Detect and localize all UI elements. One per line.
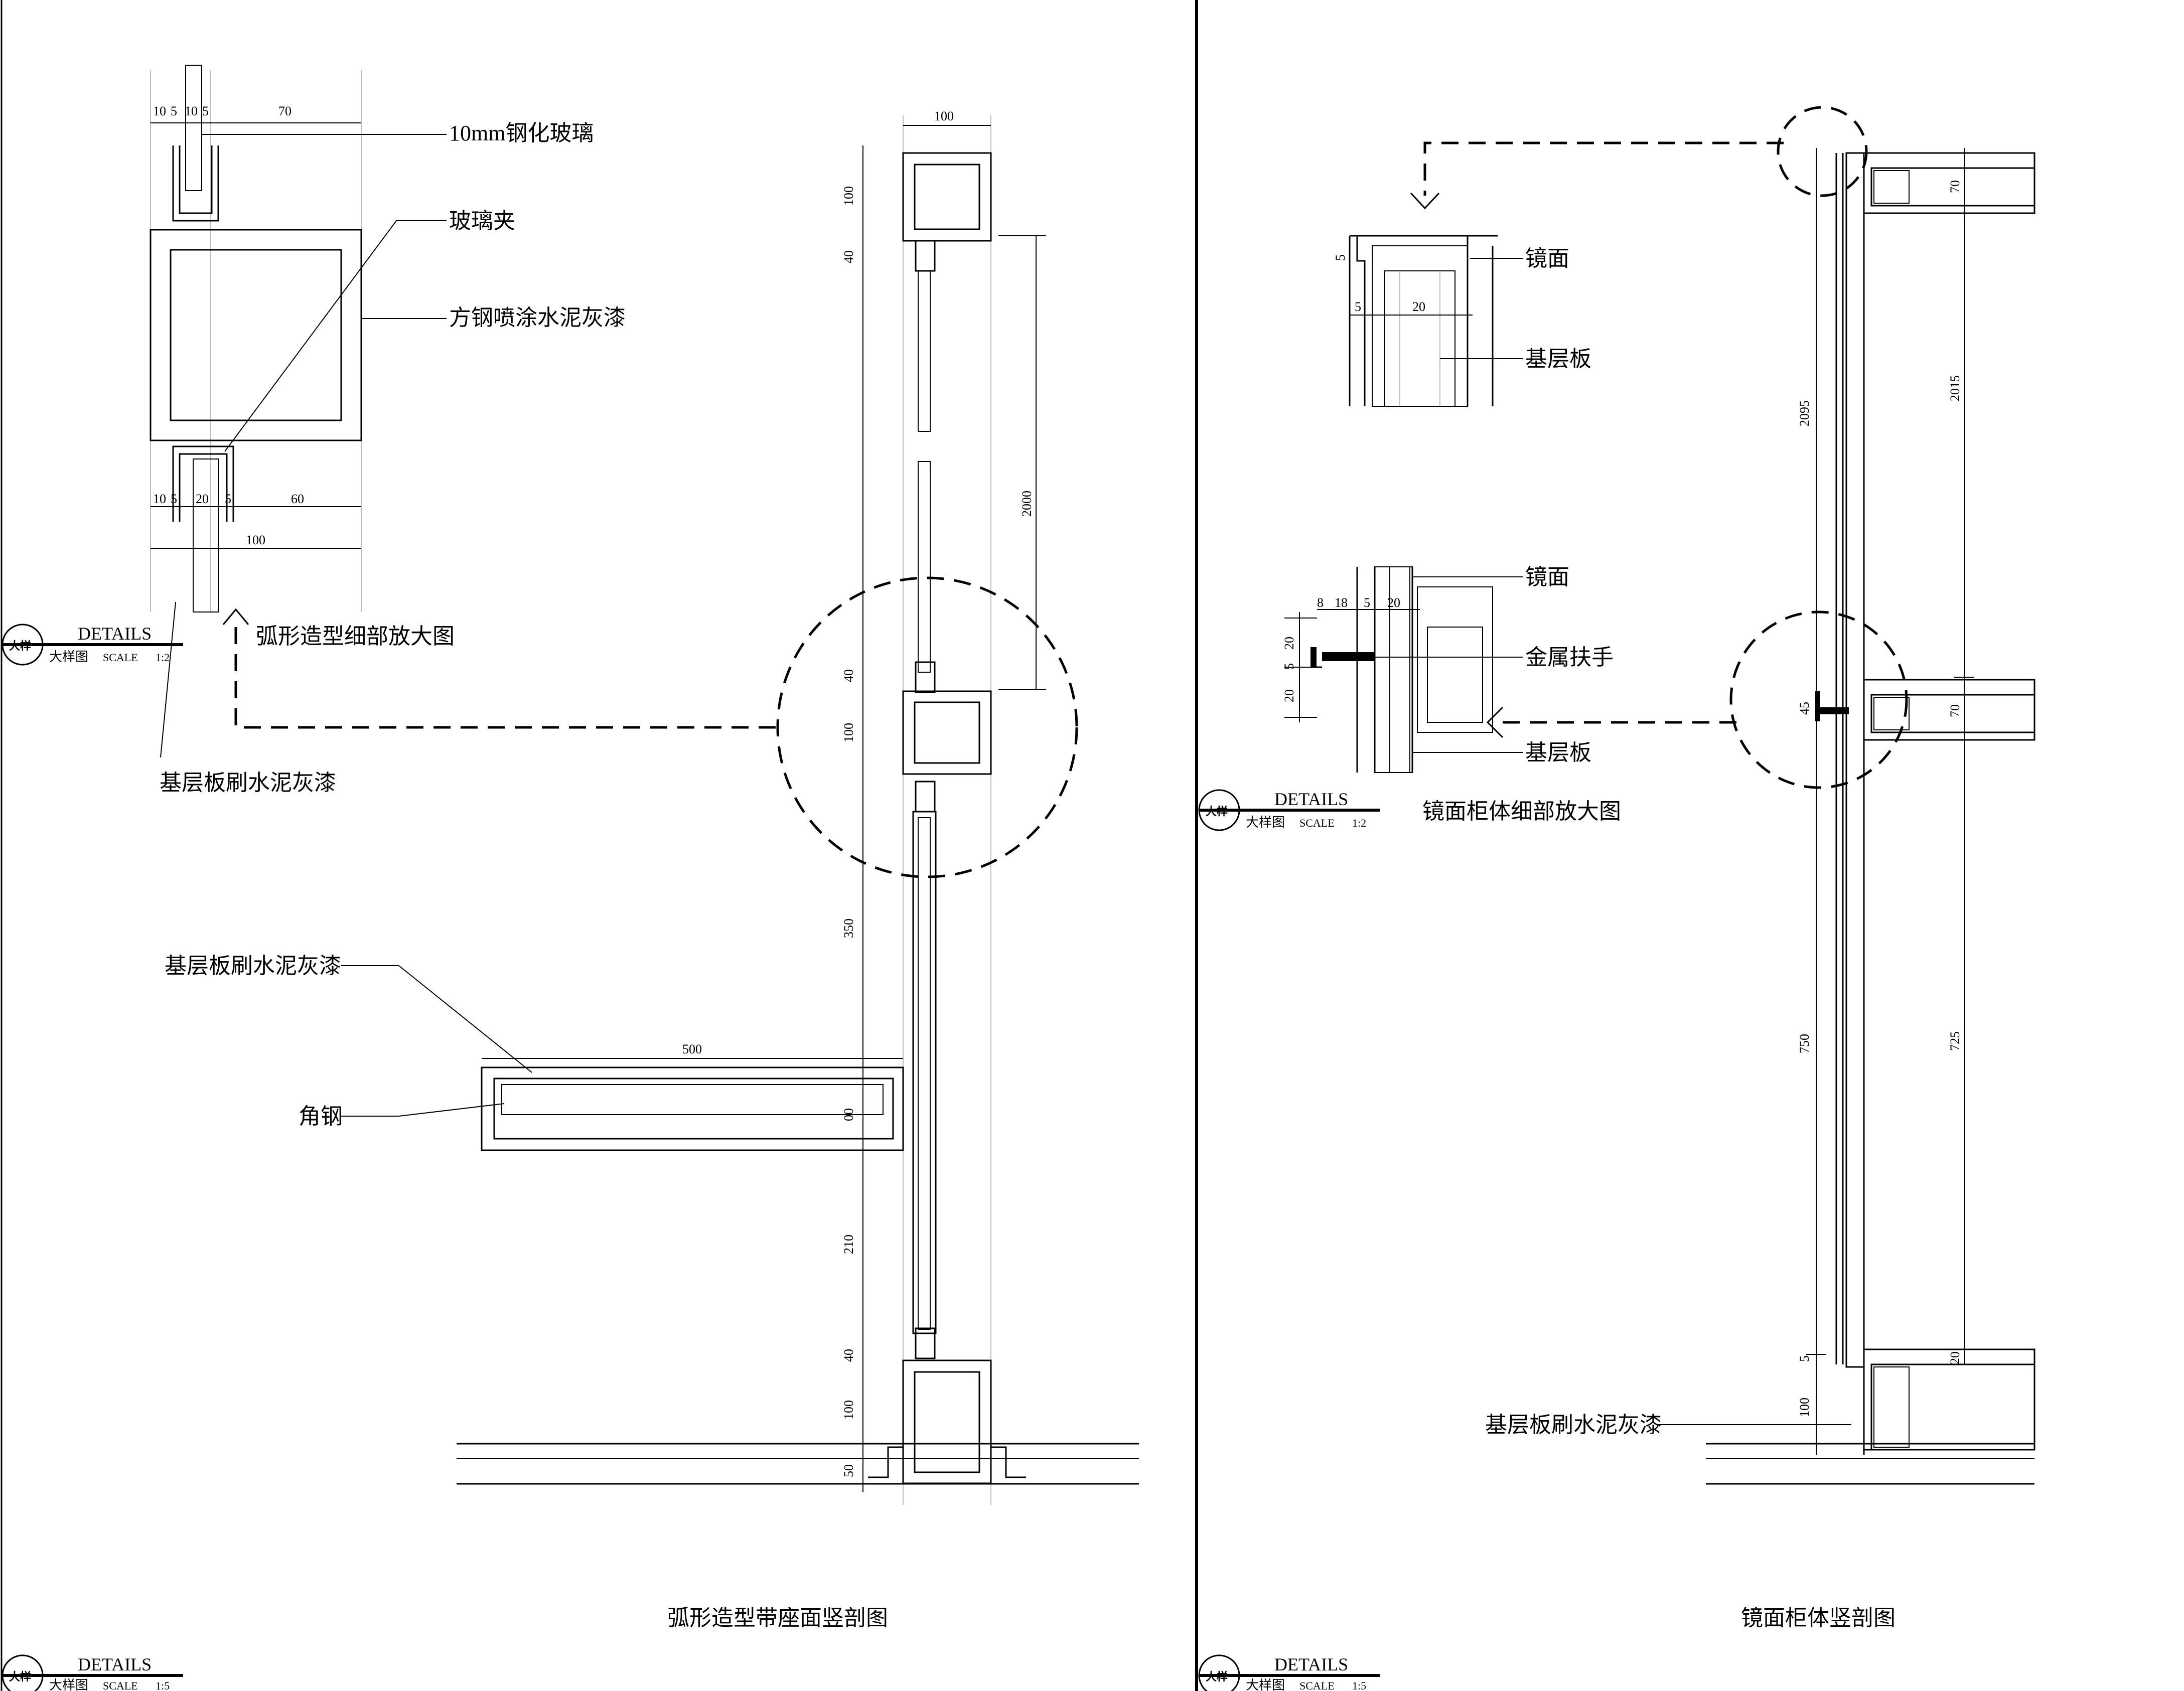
detail-chinese: 大样图 [1246,1678,1285,1691]
dim-text: 100 [934,109,954,123]
dim-text: 5 [1355,299,1361,314]
dim-text: 60 [291,492,304,506]
dim-text: 10 [185,104,198,118]
dim-text: 20 [1387,595,1400,610]
scale-label: SCALE [103,651,138,664]
dim-text: 100 [841,186,856,206]
glass-clip-label: 玻璃夹 [449,209,515,233]
mirror-label-1: 镜面 [1525,246,1569,271]
dim-text: 18 [1335,595,1348,610]
dim-text: 100 [1797,1398,1812,1417]
dim-text: 45 [1797,702,1812,715]
scale-value: 1:2 [1352,817,1366,829]
dim-text: 100 [841,723,856,742]
dim-text: 725 [1948,1031,1962,1051]
dim-text: 70 [1948,180,1962,193]
dim-text: 500 [682,1042,702,1056]
mirror-label-2: 镜面 [1525,565,1569,589]
steel-tube-label: 方钢喷涂水泥灰漆 [449,305,626,330]
dim-text: 5 [225,492,231,506]
mirror-cabinet-section-drawing [1656,106,2035,1485]
arc-detail-drawing [150,65,447,758]
scale-label: SCALE [1299,1679,1335,1691]
details-label: DETAILS [78,1654,152,1674]
details-label: DETAILS [1274,1654,1348,1674]
dim-text: 210 [841,1235,856,1254]
detail-chinese: 大样图 [49,1678,88,1691]
dim-text: 20 [1412,299,1425,314]
title-block: 大样 DETAILS 大样图 SCALE 1:5 [2,1654,183,1691]
dim-text: 5 [1282,663,1296,670]
dim-text: 70 [278,104,292,118]
title-block: 大样 DETAILS 大样图 SCALE 1:2 [2,624,183,666]
dim-text: 750 [1797,1034,1812,1053]
title-block: 大样 DETAILS 大样图 SCALE 1:5 [1198,1654,1380,1691]
mirror-section-title: 镜面柜体竖剖图 [1741,1606,1896,1630]
dim-text: 10 [153,104,166,118]
arc-section-title: 弧形造型带座面竖剖图 [667,1606,888,1630]
scale-label: SCALE [1299,817,1335,829]
dim-text: 20 [1282,637,1296,650]
mirror-detail-drawing [1284,235,1523,773]
dim-text: 5 [202,104,209,118]
cabinet-base-board-label: 基层板刷水泥灰漆 [1485,1413,1662,1437]
dim-text: 350 [841,918,856,938]
section-base-board-label: 基层板刷水泥灰漆 [165,954,341,978]
dim-text: 5 [1364,595,1370,610]
dim-text: 5 [171,104,177,118]
base-board-label-2: 基层板 [1525,740,1591,765]
scale-value: 1:5 [1352,1679,1366,1691]
callout-leader-top [1423,141,1784,196]
mirror-detail-title: 镜面柜体细部放大图 [1422,799,1621,824]
arc-seat-section-drawing [341,115,1139,1505]
callout-leader [234,627,780,729]
base-board-label-1: 基层板 [1525,347,1591,371]
arc-detail-title: 弧形造型细部放大图 [256,624,455,649]
dim-text: 5 [1797,1355,1812,1362]
dim-text: 2000 [1020,491,1034,517]
scale-value: 1:5 [156,1679,170,1691]
dim-text: 100 [841,1400,856,1420]
dim-text: 40 [841,669,856,682]
angle-steel-label: 角钢 [299,1104,343,1129]
scale-value: 1:2 [156,651,170,664]
dim-text: 2015 [1948,375,1962,401]
mirror-cabinet-section-dims: 70 2095 2015 45 70 750 725 100 5 20 [1797,180,1962,1417]
dim-text: 70 [1948,704,1962,717]
dim-text: 8 [1317,595,1324,610]
detail-chinese: 大样图 [49,650,88,664]
dim-text: 2095 [1797,400,1812,426]
scale-label: SCALE [103,1679,138,1691]
glass-label: 10mm钢化玻璃 [449,121,594,145]
dim-text: 40 [841,1349,856,1362]
handrail-label: 金属扶手 [1525,645,1614,670]
dim-text: 20 [1282,689,1296,702]
details-label: DETAILS [1274,789,1348,809]
details-label: DETAILS [78,624,152,644]
dim-text: 40 [841,250,856,263]
mirror-detail-dims: 5 5 20 8 18 5 20 20 5 20 [1282,254,1425,702]
callout-arrow-top [1410,192,1440,210]
dim-text: 100 [246,533,265,547]
arc-detail-dims: 10 5 10 5 70 10 5 20 5 60 100 [153,104,304,547]
detail-chinese: 大样图 [1246,815,1285,830]
dim-text: 50 [841,1464,856,1477]
dim-text: 5 [1333,254,1348,261]
dim-text: 5 [171,492,177,506]
dim-text: 20 [196,492,209,506]
dim-text: 00 [841,1108,856,1121]
arc-seat-section-dims: 100 100 40 2000 40 100 350 500 00 210 40… [682,109,1034,1477]
dim-text: 10 [153,492,166,506]
title-block: 大样 DETAILS 大样图 SCALE 1:2 [1198,789,1380,831]
dim-text: 20 [1948,1351,1962,1364]
base-board-label: 基层板刷水泥灰漆 [160,771,336,795]
